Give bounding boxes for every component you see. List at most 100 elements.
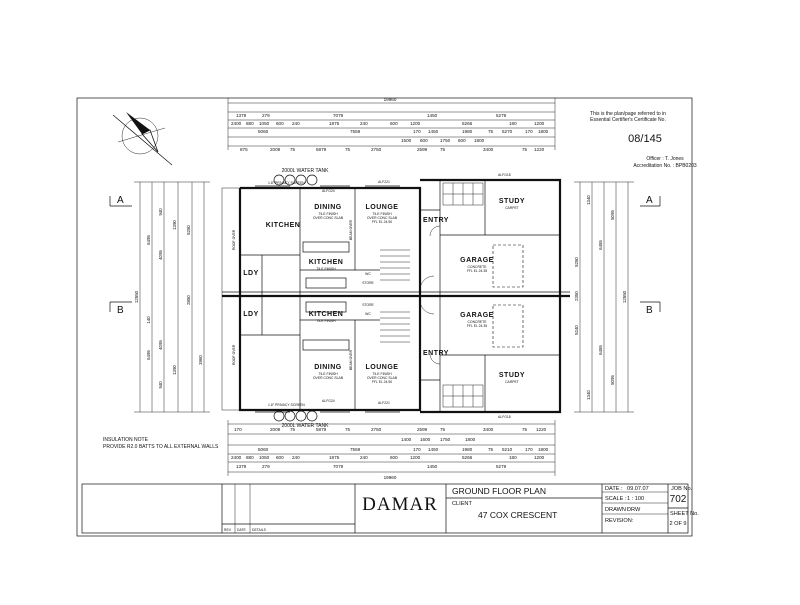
svg-text:DRAWN :: DRAWN : [605,507,629,513]
svg-text:REVISION:: REVISION: [605,518,634,524]
svg-text:1390: 1390 [172,365,177,375]
svg-text:5210: 5210 [502,447,513,452]
svg-text:170: 170 [413,447,421,452]
svg-text:75: 75 [290,147,296,152]
svg-text:5095: 5095 [610,210,615,220]
room-wc-top: WC [365,272,371,276]
svg-text:1200: 1200 [534,455,545,460]
svg-text:240: 240 [360,455,368,460]
svg-text:170: 170 [413,129,421,134]
svg-text:1500: 1500 [401,138,412,143]
drawing-date: 09.07.07 [627,486,649,492]
svg-text:1.8° PRIVACY SCREEN: 1.8° PRIVACY SCREEN [268,181,305,185]
svg-text:240: 240 [360,121,368,126]
approval-number: 08/145 [628,133,662,145]
svg-text:DATE :: DATE : [605,486,623,492]
svg-text:2850: 2850 [186,295,191,305]
room-labels: DINING TILE FINISH OVER CONC SLAB LOUNGE… [243,198,525,384]
svg-text:JOB No.: JOB No. [671,486,693,492]
svg-text:75: 75 [345,427,351,432]
approval-accreditation: Accreditation No. : BPB0203 [633,163,697,169]
svg-text:240: 240 [292,455,300,460]
svg-text:2000L WATER TANK: 2000L WATER TANK [282,423,330,429]
svg-text:SCALE :: SCALE : [605,496,627,502]
floor-plan-walls [221,174,570,422]
svg-text:2000L WATER TANK: 2000L WATER TANK [282,168,330,174]
sheet-border [76,97,693,537]
svg-text:ALF221: ALF221 [378,180,390,184]
svg-text:1450: 1450 [428,129,439,134]
svg-text:1050: 1050 [259,121,270,126]
svg-text:1340: 1340 [586,195,591,205]
room-ldy-top: LDY [243,270,259,277]
svg-text:DATE: DATE [237,528,247,532]
svg-text:3960: 3960 [198,355,203,365]
room-dining-bottom: DINING [314,364,342,371]
svg-text:1390: 1390 [172,220,177,230]
svg-text:2599: 2599 [417,147,428,152]
svg-text:2009: 2009 [270,427,281,432]
room-entry-bottom: ENTRY [423,350,449,357]
svg-text:170: 170 [525,447,533,452]
svg-text:2750: 2750 [371,147,382,152]
approval-line-1: This is the plan/page referred to in [590,111,666,117]
company-name: DAMAR [362,494,438,515]
svg-text:TILE FINISH: TILE FINISH [318,372,338,376]
room-study-top: STUDY [499,198,525,205]
room-lounge-top: LOUNGE [366,204,399,211]
svg-text:875: 875 [240,147,248,152]
svg-text:CLIENT: CLIENT [452,501,472,507]
svg-text:1800: 1800 [465,437,476,442]
svg-text:19960: 19960 [384,475,397,480]
svg-text:OVER CONC SLAB: OVER CONC SLAB [367,216,398,220]
svg-text:6455: 6455 [598,240,603,250]
svg-text:5250: 5250 [574,257,579,267]
svg-text:CONCRETE: CONCRETE [467,265,487,269]
section-marker-a-right: A [640,195,661,207]
svg-text:ROOF OVER: ROOF OVER [232,344,236,365]
dimension-strings-top: 19960 1379 279 7079 1450 5279 2400 880 1… [227,97,556,152]
room-lounge-bottom: LOUNGE [366,364,399,371]
svg-text:1600: 1600 [420,437,431,442]
svg-text:TILE FINISH: TILE FINISH [316,319,336,323]
svg-text:940: 940 [158,381,163,389]
svg-text:5879: 5879 [316,427,327,432]
room-store-top: STORE [362,281,374,285]
svg-text:7559: 7559 [350,129,361,134]
svg-text:FFL EL 24.50: FFL EL 24.50 [372,380,392,384]
svg-text:5266: 5266 [462,455,473,460]
job-number: 702 [670,494,687,505]
svg-text:75: 75 [488,447,494,452]
svg-text:279: 279 [262,464,270,469]
svg-text:170: 170 [525,129,533,134]
svg-text:600: 600 [276,121,284,126]
svg-text:1379: 1379 [236,113,247,118]
svg-text:FFL EL 24.35: FFL EL 24.35 [467,324,487,328]
svg-text:12550: 12550 [134,290,139,303]
svg-text:TILE FINISH: TILE FINISH [318,212,338,216]
svg-text:7079: 7079 [333,113,344,118]
approval-line-2: Essential Certifier's Certificate No. [590,117,666,123]
water-tank-bottom [273,410,318,422]
svg-text:1220: 1220 [534,147,545,152]
svg-text:ALFG18: ALFG18 [498,173,511,177]
svg-text:75: 75 [440,147,446,152]
svg-text:ALFG18: ALFG18 [498,415,511,419]
svg-text:5060: 5060 [258,447,269,452]
svg-text:BEAM OVER: BEAM OVER [349,219,353,240]
svg-text:OVER CONC SLAB: OVER CONC SLAB [313,376,344,380]
svg-text:7079: 7079 [333,464,344,469]
svg-text:5095: 5095 [610,375,615,385]
svg-text:5060: 5060 [258,129,269,134]
svg-text:CARPET: CARPET [505,206,519,210]
svg-text:12550: 12550 [622,290,627,303]
svg-text:1750: 1750 [440,138,451,143]
dimension-strings-left: 12550 6495 940 4095 1390 6495 140 940 40… [134,181,210,413]
svg-text:1980: 1980 [462,447,473,452]
svg-text:600: 600 [390,121,398,126]
svg-text:75: 75 [522,147,528,152]
svg-text:180: 180 [509,121,517,126]
svg-text:1340: 1340 [586,390,591,400]
svg-text:2750: 2750 [371,427,382,432]
svg-text:2400: 2400 [231,121,242,126]
